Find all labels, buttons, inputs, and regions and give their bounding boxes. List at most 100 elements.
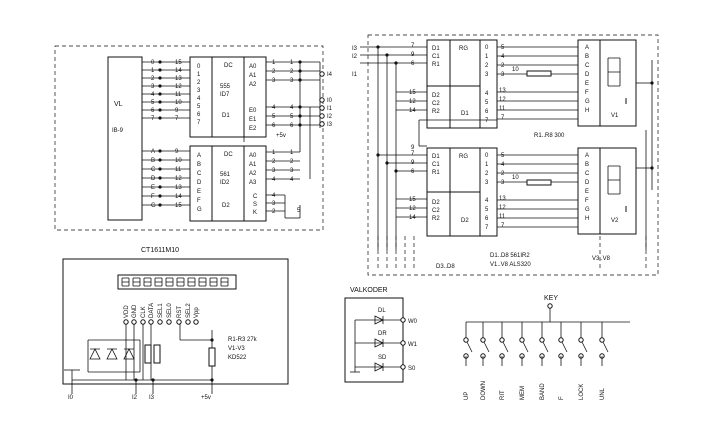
out-top-1: 1 [272, 60, 276, 66]
terminal-i [319, 121, 325, 127]
resistor-label: R1..R8 300 [534, 133, 565, 139]
chip2-in-e: E [197, 189, 201, 195]
d2-out-7: 7 [501, 223, 505, 229]
valkoder-terminal [400, 364, 406, 370]
chip2-input-dot [158, 149, 162, 153]
register-wiring [360, 45, 654, 268]
out-top2-1: 1 [290, 60, 294, 66]
valkoder-output-label: S0 [408, 366, 416, 372]
decoder-chip-1 [189, 56, 267, 138]
row-letter-top-3: 3 [151, 84, 155, 90]
valkoder-diode [374, 338, 384, 348]
v2-pin-d: D [585, 180, 590, 186]
bottom-label-i0: I0 [68, 395, 74, 401]
lcd-pin-label: GND [132, 304, 138, 318]
d2-out-5: 5 [501, 153, 505, 159]
display-v1-name: V1 [611, 113, 619, 119]
key-terminal [480, 337, 486, 343]
cb-r-1: 1 [485, 162, 489, 168]
chip1-a0: A0 [249, 64, 257, 70]
footer-display-type: V1..V8 ALS320 [490, 262, 531, 268]
terminal-i [319, 105, 325, 111]
diode [123, 348, 135, 360]
cb-pin-d1: D1 [432, 154, 440, 160]
cb-pin-r2: R2 [432, 216, 440, 222]
lcd-digit [220, 277, 229, 287]
module-note-2: V1-V3 [228, 346, 245, 352]
out-bot-3: 3 [272, 168, 276, 174]
key-feed-terminal [547, 303, 553, 309]
chip2-in-b: B [197, 162, 201, 168]
lcd-pin-label: CLK [141, 306, 147, 318]
ct-pin-d2: D2 [432, 93, 440, 99]
cb-r-5: 5 [485, 207, 489, 213]
row-num-top-6: 9 [175, 108, 179, 114]
bottom-label-i2: I2 [132, 395, 138, 401]
out-mid2-4: 4 [290, 105, 294, 111]
d1-out-7: 7 [501, 115, 505, 121]
key-terminal [558, 337, 564, 343]
lcd-pin-terminal [176, 319, 182, 325]
display-v2 [577, 147, 637, 235]
keys-title: KEY [544, 295, 558, 302]
v2-pin-h: H [585, 216, 589, 222]
output-dot [298, 60, 302, 64]
row-letter-bot-0: A [151, 149, 155, 155]
upper-right-section: I3 I2 I1 RG D1 D1 C1 R1 D2 C2 R2 7 9 6 1… [352, 34, 659, 276]
ct-r-3: 3 [485, 72, 489, 78]
row-num-top-0: 15 [175, 60, 182, 66]
display-pin-labels: A B C D E F G H A B C D E F G H [585, 45, 590, 222]
in-label-i3: I3 [352, 46, 358, 52]
d1-out-11: 11 [499, 106, 506, 112]
lcd-pin-label: RST [177, 306, 183, 318]
row-letter-top-0: 0 [151, 60, 155, 66]
chip1-a1: A1 [249, 73, 257, 79]
v1-pin-c: C [585, 63, 590, 69]
io-label-i4: I4 [327, 72, 333, 78]
valkoder-box [344, 297, 404, 383]
out-top-2: 2 [272, 69, 276, 75]
cb-r-3: 3 [485, 180, 489, 186]
valkoder-output-label: W1 [408, 342, 418, 348]
out-top2-2: 2 [290, 69, 294, 75]
lcd-pin-label: SEL2 [186, 303, 192, 318]
chip1-bit-3: 3 [197, 88, 201, 94]
vl-title: VL [114, 101, 123, 108]
seven-segment-v2 [607, 165, 627, 212]
chip1-e0: E0 [249, 108, 257, 114]
csk-num-4: 4 [272, 193, 276, 199]
valkoder-diode [374, 315, 384, 325]
chip2-name: D2 [222, 203, 230, 209]
chip2-input-dot [158, 203, 162, 207]
row-num-top-1: 14 [175, 68, 182, 74]
chip1-input-dot [158, 60, 162, 64]
chip1-bit-2: 2 [197, 80, 201, 86]
chip1-part2: ID7 [220, 92, 230, 98]
out-bot-2: 2 [272, 159, 276, 165]
key-label: MEM [520, 386, 526, 400]
chip1-input-wires [142, 60, 190, 120]
row-letter-top-6: 6 [151, 108, 155, 114]
cb-pin-d2: D2 [432, 200, 440, 206]
v1-pin-h: H [585, 108, 589, 114]
v2-pin-g: G [585, 207, 590, 213]
chip1-input-dot [158, 116, 162, 120]
ct-r-1: 1 [485, 54, 489, 60]
cb-pin-c2: C2 [432, 208, 440, 214]
v1-pin-g: G [585, 99, 590, 105]
out-bot2-3: 3 [290, 168, 294, 174]
out-bot-1: 1 [272, 150, 276, 156]
io-label-i1: I1 [327, 106, 333, 112]
chip-top-rg: RG [459, 46, 468, 52]
output-dot [298, 105, 302, 109]
row-num-bot-4: 13 [175, 185, 182, 191]
display-v2-name: V2 [611, 218, 619, 224]
row-num-bot-3: 12 [175, 176, 182, 182]
in-label-i1: I1 [352, 72, 358, 78]
junction-dot [385, 53, 389, 57]
module-wiring [64, 324, 216, 394]
chip2-input-dot [158, 176, 162, 180]
resistor-r1 [144, 344, 152, 364]
